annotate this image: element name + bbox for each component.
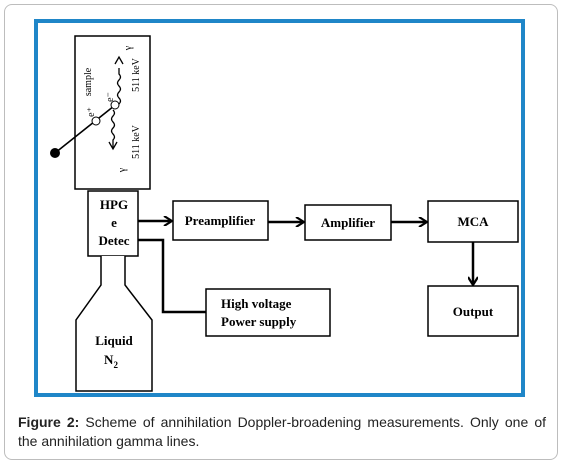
detector-line-2: e xyxy=(111,215,117,230)
gamma-wave-down xyxy=(110,109,116,148)
high-voltage-box xyxy=(205,288,331,337)
liquid-nitrogen-dewar xyxy=(75,256,153,392)
caption-text: Scheme of annihilation Doppler-broadenin… xyxy=(18,414,546,449)
gamma-wave-up xyxy=(116,68,122,105)
electron-particle xyxy=(110,100,120,110)
sample-box xyxy=(74,35,151,190)
gamma-arrow-up xyxy=(114,55,124,65)
positron-track xyxy=(54,105,115,154)
gamma-symbol-bottom: γ xyxy=(117,167,128,173)
liquid-label: Liquid xyxy=(95,333,133,348)
preamplifier-box xyxy=(172,200,269,241)
n2-subscript: 2 xyxy=(113,360,118,370)
gamma-arrow-down xyxy=(108,141,118,151)
sample-label: sample xyxy=(83,67,94,96)
detector-line-1: HPG xyxy=(100,197,128,212)
detector-line-3: Detec xyxy=(98,233,129,248)
detector-to-high-voltage-line xyxy=(138,238,206,314)
detector-box xyxy=(87,190,139,257)
amplifier-box xyxy=(304,204,392,241)
output-box xyxy=(427,285,519,337)
energy-label-bottom: 511 keV xyxy=(131,124,142,159)
mca-box xyxy=(427,200,519,243)
high-voltage-line-1: High voltage xyxy=(221,296,292,311)
n2-main: N xyxy=(104,352,114,367)
preamplifier-label: Preamplifier xyxy=(185,213,256,228)
amplifier-label: Amplifier xyxy=(321,215,375,230)
mca-label: MCA xyxy=(457,214,489,229)
gamma-symbol-top: γ xyxy=(123,45,134,51)
positron-particle xyxy=(91,116,101,126)
output-label: Output xyxy=(453,304,494,319)
electron-label: e⁻ xyxy=(105,92,116,102)
high-voltage-line-2: Power supply xyxy=(221,314,297,329)
figure-caption: Figure 2: Scheme of annihilation Doppler… xyxy=(18,413,546,451)
n2-label: N2 xyxy=(104,352,118,370)
figure-label: Figure 2: xyxy=(18,414,80,430)
positron-label: e⁺ xyxy=(86,107,97,117)
energy-label-top: 511 keV xyxy=(131,57,142,92)
